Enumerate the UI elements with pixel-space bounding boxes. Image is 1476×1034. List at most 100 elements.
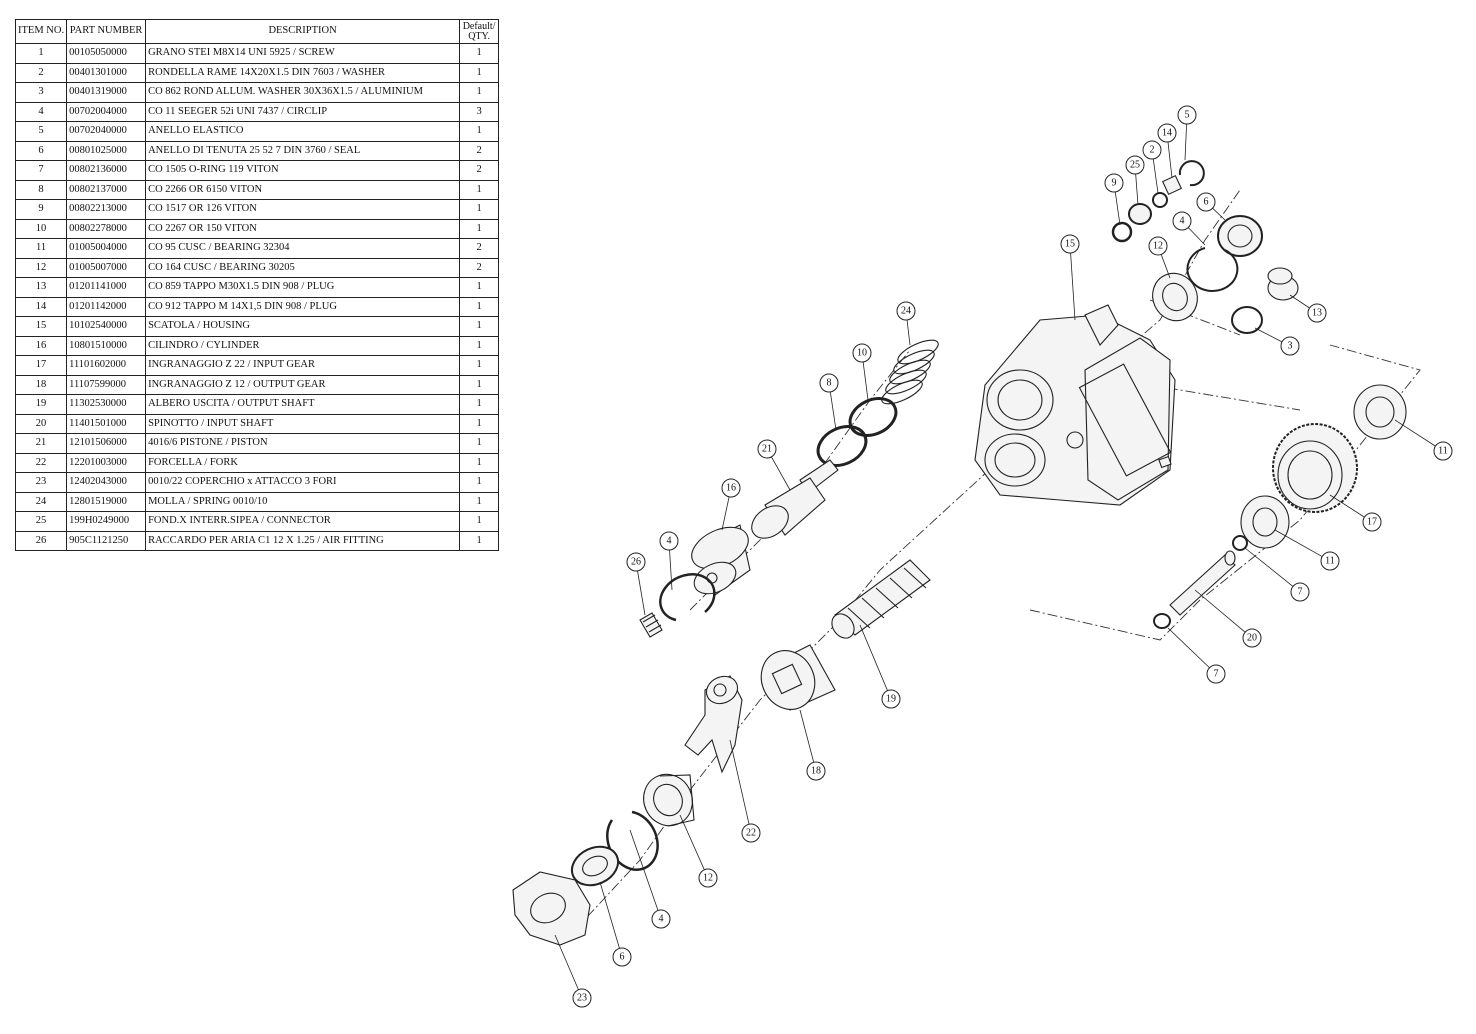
circlip-4-left-part <box>659 573 716 622</box>
balloon-callouts: 5142259641215133241082116426111711720719… <box>554 105 1453 1008</box>
balloon-leader <box>1289 294 1310 309</box>
cell-part-number: 11107599000 <box>66 374 147 395</box>
cell-part-number: 12101506000 <box>66 433 147 454</box>
cell-qty: 1 <box>459 121 500 142</box>
cell-item-no: 4 <box>14 101 68 122</box>
cell-description: RONDELLA RAME 14X20X1.5 DIN 7603 / WASHE… <box>145 62 461 83</box>
cell-description: FORCELLA / FORK <box>145 452 461 473</box>
washer-3-part <box>1231 306 1263 334</box>
balloon-circle <box>721 478 741 498</box>
cell-description: ALBERO USCITA / OUTPUT SHAFT <box>145 394 461 415</box>
washer-2-part <box>1152 192 1168 208</box>
cell-item-no: 14 <box>14 296 68 317</box>
balloon-circle <box>612 947 632 967</box>
balloon-label: 24 <box>901 306 911 317</box>
cell-part-number: 11101602000 <box>66 355 147 376</box>
cell-description: RACCARDO PER ARIA C1 12 X 1.25 / AIR FIT… <box>145 530 461 551</box>
balloon-leader <box>1167 141 1173 179</box>
cell-item-no: 22 <box>14 452 68 473</box>
plug-14-part <box>1161 174 1183 196</box>
cell-part-number: 00702040000 <box>66 121 147 142</box>
cell-item-no: 17 <box>14 355 68 376</box>
oring-8-part <box>816 425 868 467</box>
balloon-leader <box>1152 158 1159 194</box>
cell-qty: 1 <box>459 491 500 512</box>
balloon-label: 13 <box>1312 308 1322 319</box>
balloon-circle <box>1290 582 1310 602</box>
balloon-label: 4 <box>667 536 672 547</box>
cover-part <box>512 871 591 946</box>
balloon-label: 23 <box>577 993 587 1004</box>
cell-qty: 1 <box>459 277 500 298</box>
oring-7-upper-part <box>1232 535 1248 551</box>
balloon-leader <box>862 361 869 401</box>
cell-qty: 1 <box>459 43 500 64</box>
cell-part-number: 00105050000 <box>66 43 147 64</box>
balloon-label: 6 <box>620 952 625 963</box>
cell-item-no: 8 <box>14 179 68 200</box>
balloon-leader <box>859 624 888 691</box>
cell-item-no: 21 <box>14 433 68 454</box>
cell-description: CO 164 CUSC / BEARING 30205 <box>145 257 461 278</box>
cell-part-number: 01201142000 <box>66 296 147 317</box>
balloon-label: 8 <box>827 378 832 389</box>
cell-item-no: 1 <box>14 43 68 64</box>
cell-description: INGRANAGGIO Z 12 / OUTPUT GEAR <box>145 374 461 395</box>
cell-item-no: 24 <box>14 491 68 512</box>
plug-13-part <box>1267 267 1299 301</box>
circlip-4-lower-part <box>606 810 659 871</box>
balloon-circle <box>1148 236 1168 256</box>
balloon-circle <box>1362 512 1382 532</box>
oring-9-part <box>1111 221 1133 243</box>
balloon-leader <box>1070 252 1076 321</box>
cell-description: CO 2266 OR 6150 VITON <box>145 179 461 200</box>
balloon-circle <box>1307 303 1327 323</box>
header-qty: Default/QTY. <box>459 19 500 44</box>
oring-7-lower-part <box>1153 613 1171 629</box>
balloon-circle <box>1142 140 1162 160</box>
cell-part-number: 199H0249000 <box>66 511 147 532</box>
balloon-circle <box>852 343 872 363</box>
cell-description: CO 11 SEEGER 52i UNI 7437 / CIRCLIP <box>145 101 461 122</box>
cell-qty: 1 <box>459 452 500 473</box>
parts-table: ITEM NO. PART NUMBER DESCRIPTION Default… <box>14 19 500 551</box>
balloon-leader <box>1274 529 1323 557</box>
cell-description: MOLLA / SPRING 0010/10 <box>145 491 461 512</box>
header-item-no: ITEM NO. <box>14 19 68 44</box>
balloon-leader <box>599 881 620 949</box>
bearing-11-lower-part <box>1240 495 1290 549</box>
balloon-circle <box>819 373 839 393</box>
cell-item-no: 2 <box>14 62 68 83</box>
balloon-label: 19 <box>886 694 896 705</box>
cell-qty: 1 <box>459 316 500 337</box>
cell-qty: 1 <box>459 62 500 83</box>
cell-item-no: 23 <box>14 472 68 493</box>
cell-item-no: 5 <box>14 121 68 142</box>
spring-part <box>881 339 939 405</box>
balloon-leader <box>679 814 705 870</box>
balloon-label: 6 <box>1204 197 1209 208</box>
cell-qty: 2 <box>459 160 500 181</box>
balloon-leader <box>554 934 579 990</box>
bearing-12-upper-part <box>1152 272 1198 322</box>
cell-item-no: 11 <box>14 238 68 259</box>
cell-description: GRANO STEI M8X14 UNI 5925 / SCREW <box>145 43 461 64</box>
header-qty-line1: Default/ <box>462 20 496 32</box>
cell-qty: 1 <box>459 511 500 532</box>
balloon-leader <box>1244 547 1294 587</box>
balloon-label: 9 <box>1112 178 1117 189</box>
balloon-circle <box>1125 155 1145 175</box>
balloon-label: 4 <box>1180 216 1185 227</box>
balloon-label: 16 <box>726 483 736 494</box>
